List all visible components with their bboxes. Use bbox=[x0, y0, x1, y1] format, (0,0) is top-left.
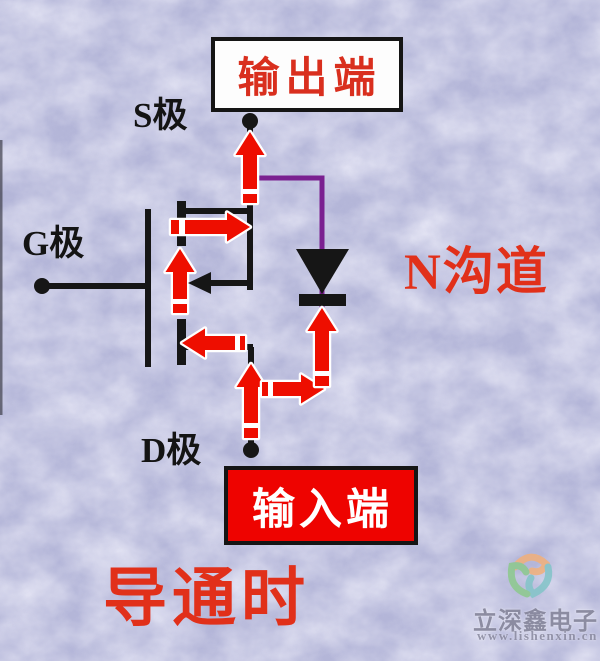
terminal-dots bbox=[34, 113, 259, 458]
drain-terminal-dot bbox=[243, 442, 259, 458]
gate-electrode-label: G极 bbox=[22, 224, 85, 263]
gate-terminal-dot bbox=[34, 278, 50, 294]
diode-triangle-icon bbox=[296, 249, 349, 294]
conducting-state-label: 导通时 bbox=[103, 563, 310, 634]
input-terminal-box: 输入端 bbox=[224, 466, 418, 545]
scan-edge-artifact bbox=[0, 140, 3, 415]
drain-electrode-label: D极 bbox=[141, 431, 202, 470]
current-arrow-up-diode bbox=[305, 305, 339, 389]
current-arrow-right-top bbox=[168, 210, 253, 244]
current-arrow-left-bottom bbox=[179, 326, 248, 360]
current-arrow-up-source bbox=[233, 129, 267, 206]
current-arrow-up-drain bbox=[234, 361, 268, 441]
channel-type-label: N沟道 bbox=[404, 245, 549, 301]
source-electrode-label: S极 bbox=[133, 96, 188, 135]
body-diode bbox=[296, 249, 349, 306]
output-terminal-label: 输出端 bbox=[237, 56, 382, 102]
output-terminal-box: 输出端 bbox=[211, 37, 403, 112]
substrate-arrow-icon bbox=[188, 272, 211, 294]
current-arrow-right-branch bbox=[259, 372, 327, 406]
input-terminal-label: 输入端 bbox=[252, 486, 393, 534]
diode-cathode-bar bbox=[299, 294, 346, 306]
current-flow-arrows bbox=[163, 129, 339, 441]
source-terminal-dot bbox=[242, 113, 258, 129]
current-arrow-up-channel bbox=[163, 246, 197, 316]
watermark-company-name: 立深鑫电子 bbox=[473, 609, 598, 635]
watermark-website: www.lishenxin.cn bbox=[477, 628, 598, 643]
company-logo-icon bbox=[507, 553, 553, 599]
